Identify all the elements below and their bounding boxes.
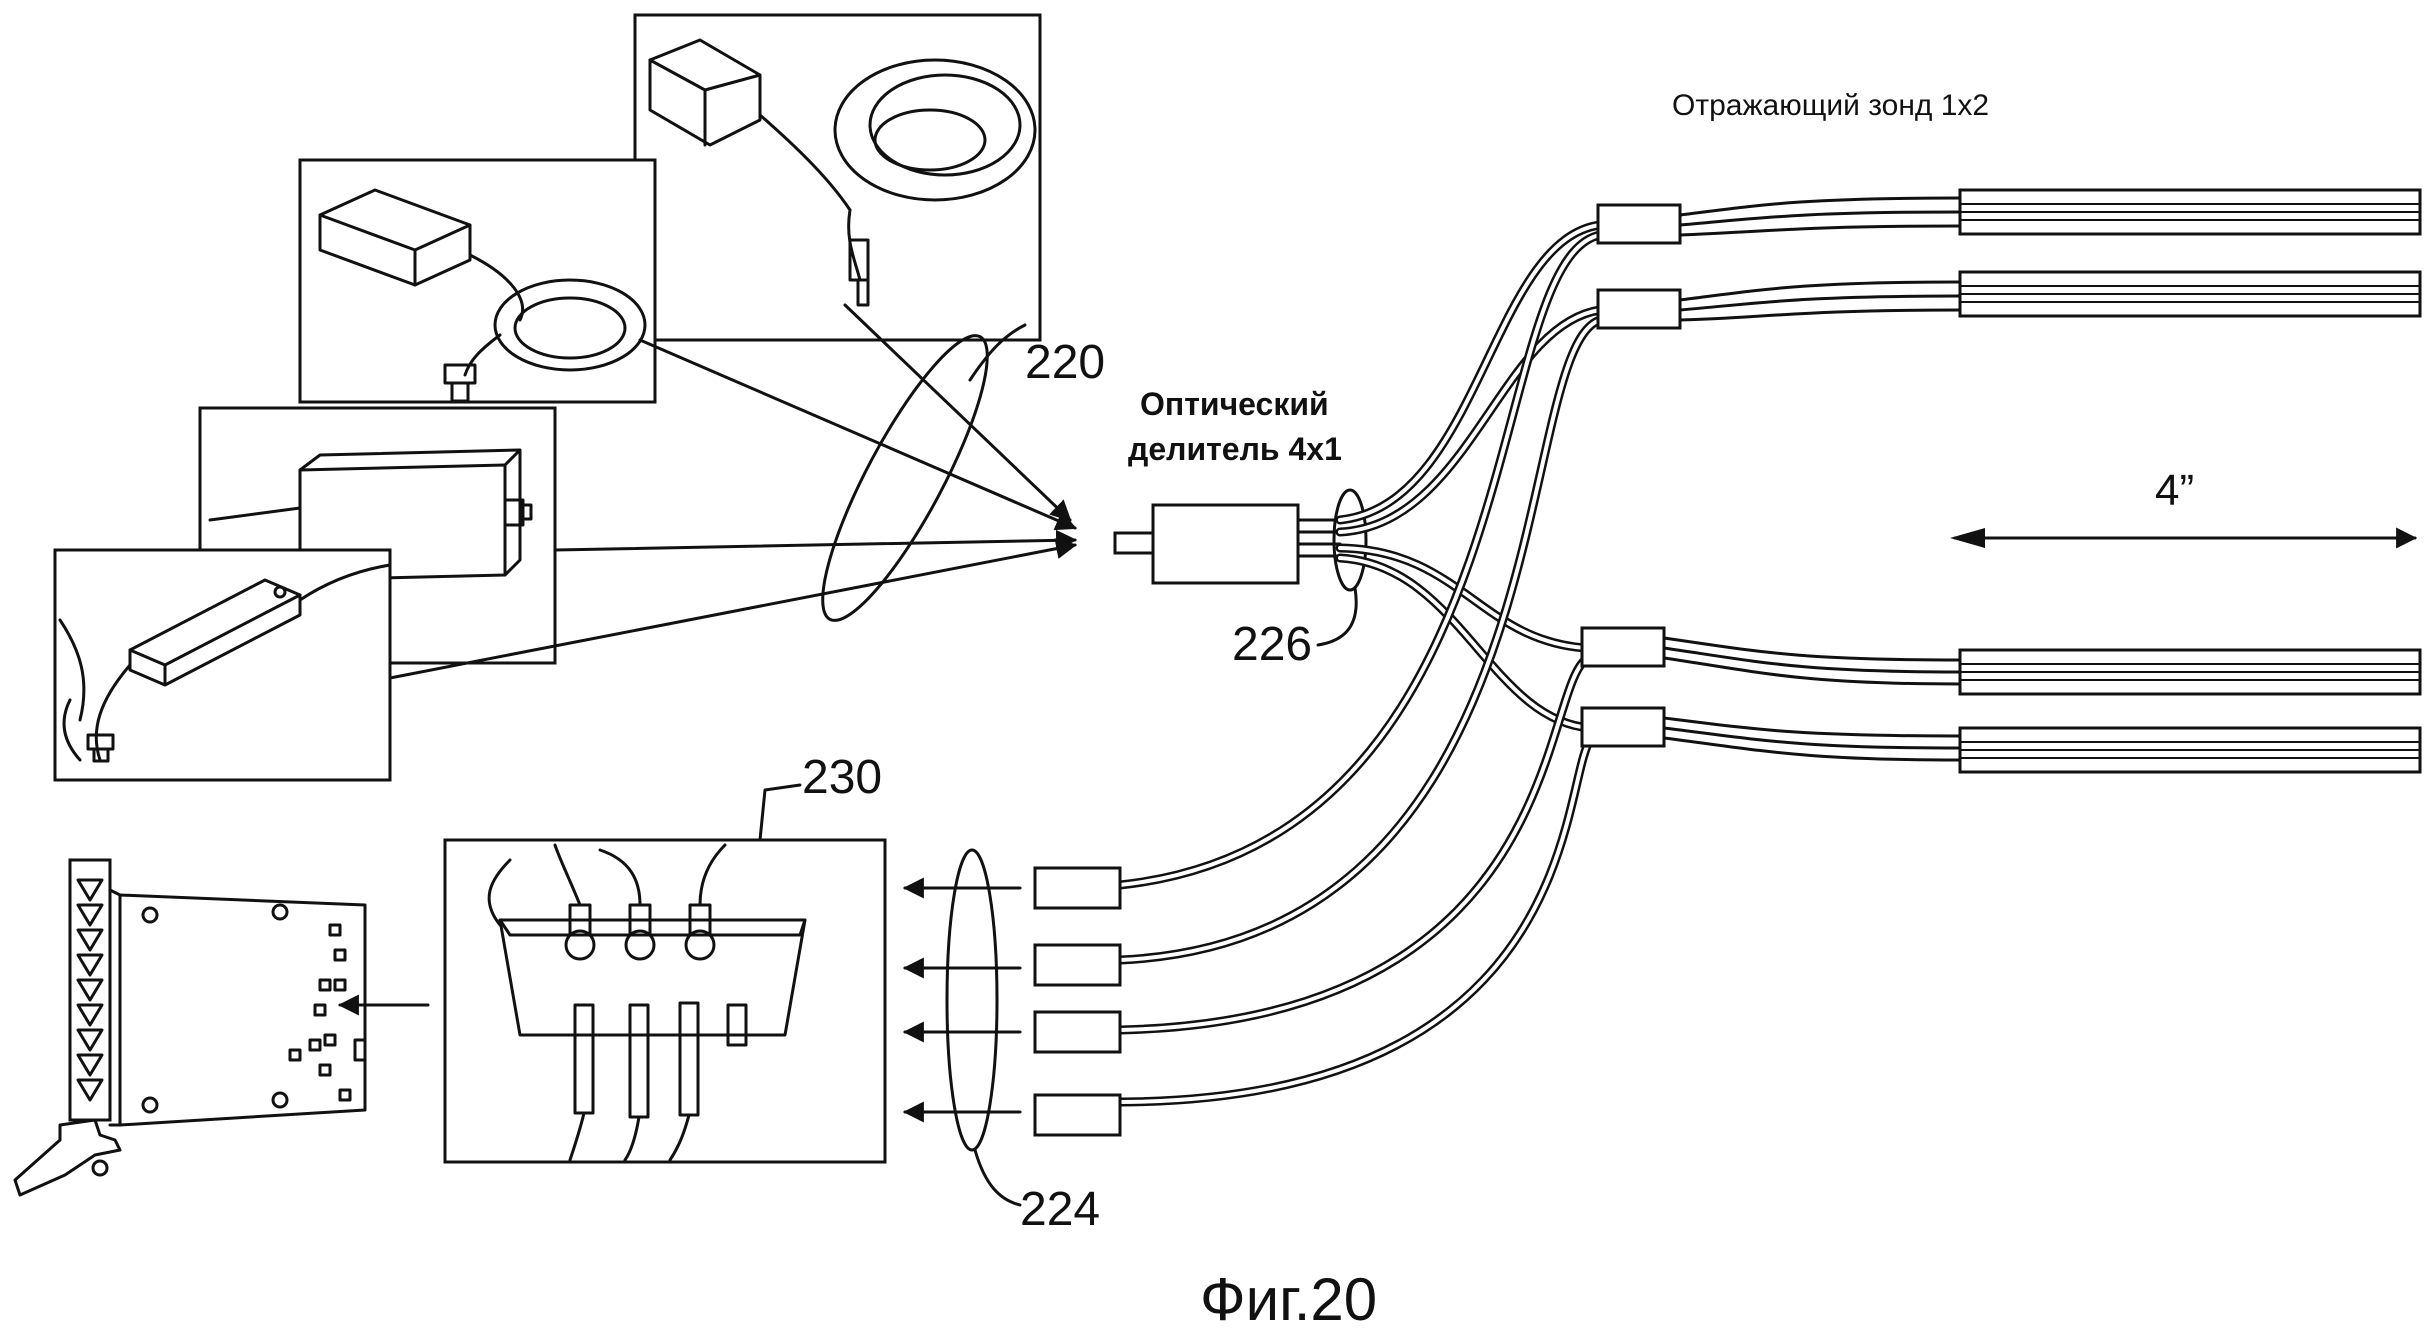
probe-fibers — [1662, 196, 1962, 762]
ref-220: 220 — [1025, 336, 1105, 389]
detector-3 — [1033, 1010, 1122, 1054]
ref-230: 230 — [802, 751, 882, 804]
length-label: 4” — [2155, 466, 2194, 515]
optical-splitter — [1113, 503, 1342, 585]
coupler-4 — [1580, 706, 1666, 748]
bundle-220-ellipse — [821, 334, 989, 622]
bundle-224-ellipse — [945, 848, 999, 1152]
probe-2 — [1958, 270, 2422, 318]
leader-224 — [973, 1148, 1022, 1207]
ref-226: 226 — [1232, 618, 1312, 671]
detector-arrows — [902, 877, 1022, 1123]
leader-230 — [758, 783, 802, 842]
probe-4 — [1958, 726, 2422, 774]
leader-226 — [1316, 586, 1358, 647]
light-source-inset-3 — [298, 158, 657, 404]
probe-1 — [1958, 188, 2422, 236]
bundle-226-ellipse — [1332, 488, 1368, 592]
probe-3 — [1958, 648, 2422, 696]
input-arrows — [388, 303, 1078, 680]
leader-220 — [968, 323, 1027, 382]
splitter-label-line1: Оптический — [1140, 386, 1329, 422]
detector-2 — [1033, 943, 1122, 987]
splitter-label-line2: делитель 4x1 — [1128, 431, 1342, 467]
probe-title: Отражающий зонд 1x2 — [1672, 89, 1989, 122]
detector-1 — [1033, 866, 1122, 910]
light-source-inset-4 — [633, 13, 1042, 342]
coupler-2 — [1596, 288, 1682, 330]
light-source-inset-1 — [53, 548, 392, 782]
coupler-1 — [1596, 203, 1682, 245]
ref-224: 224 — [1020, 1183, 1100, 1236]
length-arrow-left — [1950, 528, 1985, 548]
figure-caption: Фиг.20 — [1200, 1266, 1377, 1333]
detector-4 — [1033, 1093, 1122, 1137]
connector-block-230 — [443, 838, 887, 1164]
return-fibers — [1115, 230, 1605, 1107]
coupler-3 — [1580, 626, 1666, 668]
splitter-fibers — [1335, 220, 1605, 733]
acquisition-card — [13, 858, 367, 1197]
